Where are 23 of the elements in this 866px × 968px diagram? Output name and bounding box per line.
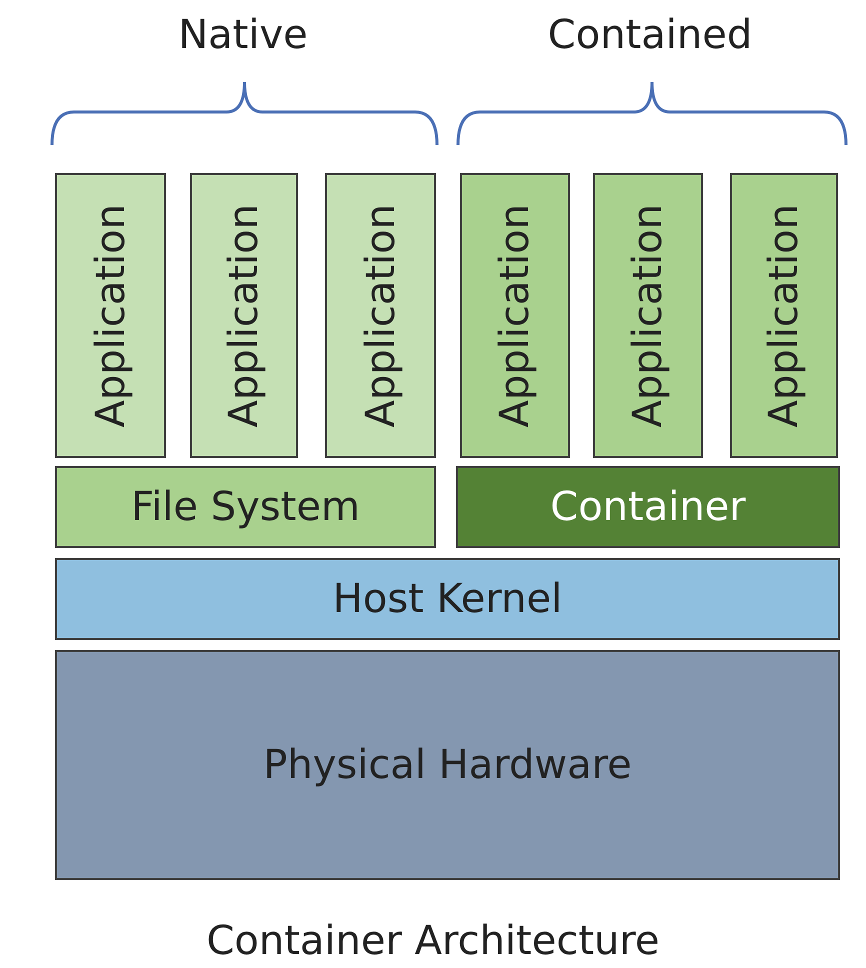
application-label: Application [358, 204, 404, 428]
application-label: Application [761, 204, 807, 428]
container-layer [456, 466, 840, 548]
caption: Container Architecture [206, 918, 660, 964]
host-kernel-layer [55, 558, 840, 640]
layer-label: Physical Hardware [263, 742, 632, 788]
application-label: Application [625, 204, 671, 428]
application-block [730, 173, 838, 458]
application-block [460, 173, 570, 458]
layer-label: File System [131, 484, 360, 530]
application-label: Application [221, 204, 267, 428]
group-label: Contained [548, 12, 752, 58]
application-label: Application [88, 204, 134, 428]
file-system-layer [55, 466, 436, 548]
layer-label: Container [550, 484, 746, 530]
application-block [593, 173, 703, 458]
application-label: Application [492, 204, 538, 428]
application-block [55, 173, 166, 458]
application-block [190, 173, 298, 458]
hardware-layer [55, 650, 840, 880]
application-block [325, 173, 436, 458]
layer-label: Host Kernel [332, 576, 562, 622]
group-label: Native [178, 12, 308, 58]
